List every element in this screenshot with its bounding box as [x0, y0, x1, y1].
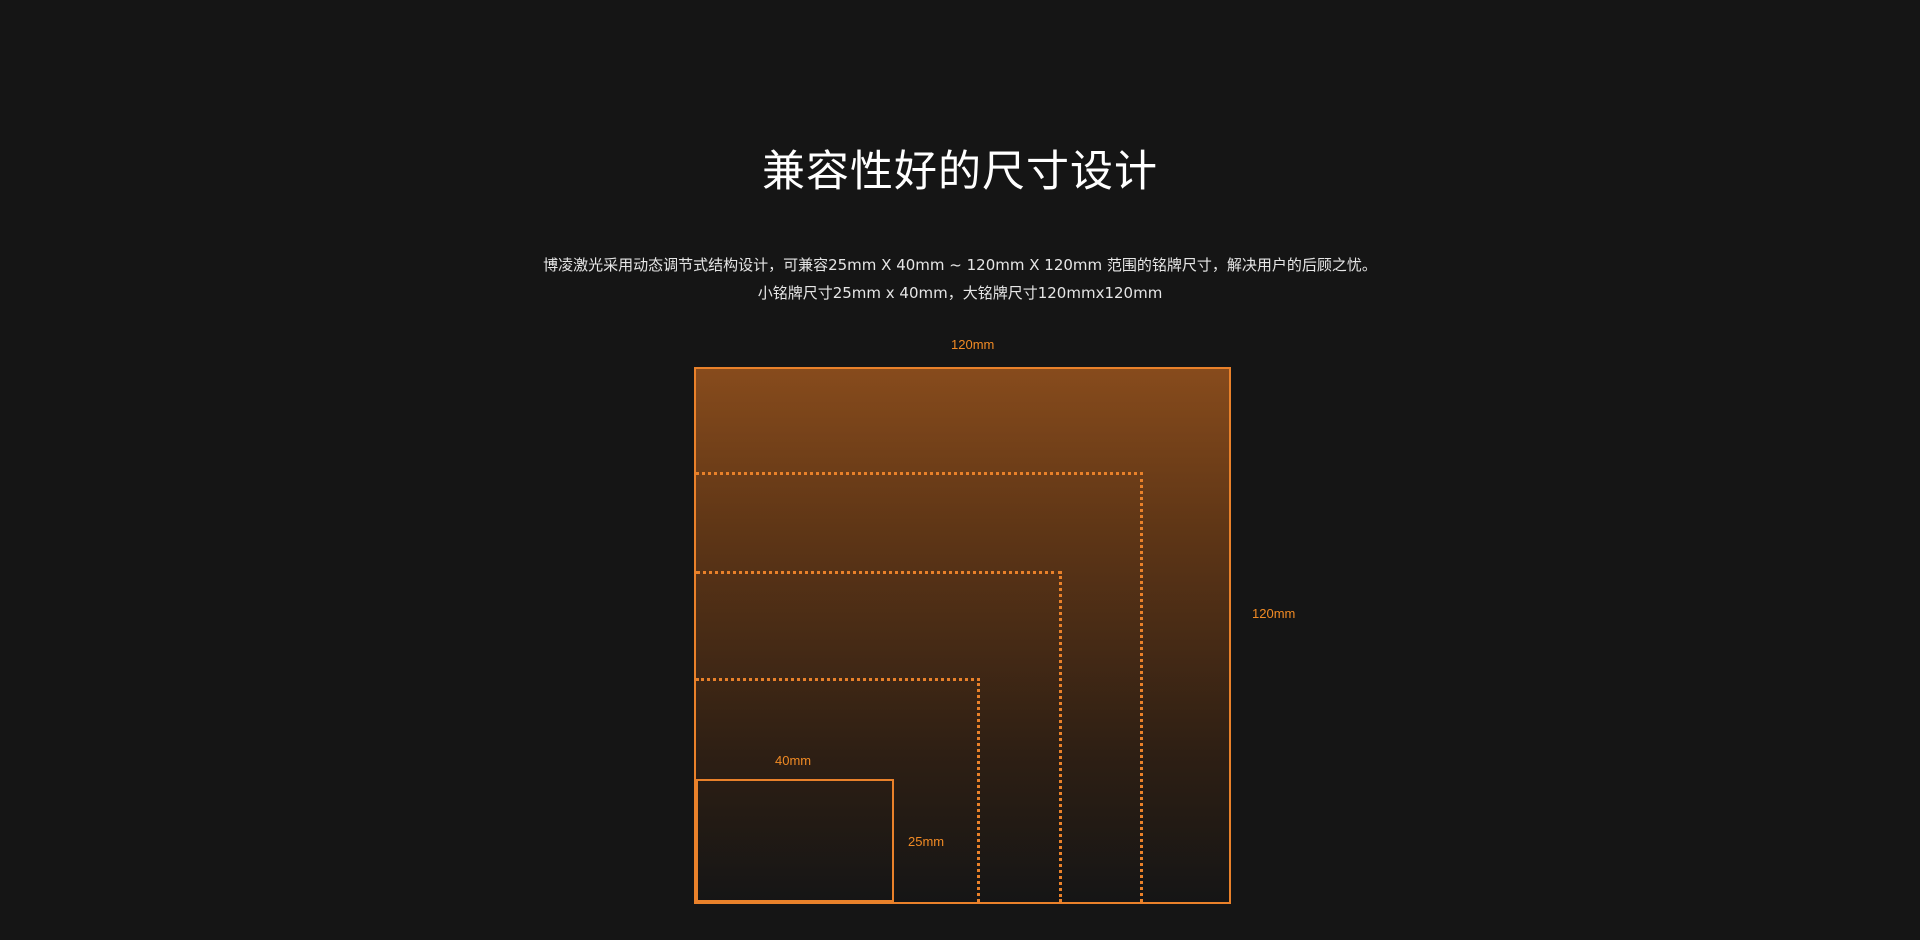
small-width-label: 40mm — [775, 753, 812, 768]
large-nameplate-outline — [694, 367, 1231, 904]
small-nameplate-outline — [696, 779, 894, 902]
section-title: 兼容性好的尺寸设计 — [762, 147, 1158, 197]
intermediate-size-outline-3 — [696, 678, 980, 902]
large-height-label: 120mm — [1252, 606, 1296, 621]
intermediate-size-outline-2 — [696, 571, 1062, 902]
size-compatibility-diagram: 120mm 120mm 40mm 25mm — [600, 330, 1320, 930]
small-height-label: 25mm — [908, 834, 945, 849]
intermediate-size-outline-1 — [696, 472, 1143, 902]
section-description-line-2: 小铭牌尺寸25mm x 40mm，大铭牌尺寸120mmx120mm — [757, 284, 1163, 302]
large-width-label: 120mm — [951, 337, 995, 352]
section-description-line-1: 博凌激光采用动态调节式结构设计，可兼容25mm X 40mm ~ 120mm X… — [543, 256, 1377, 274]
